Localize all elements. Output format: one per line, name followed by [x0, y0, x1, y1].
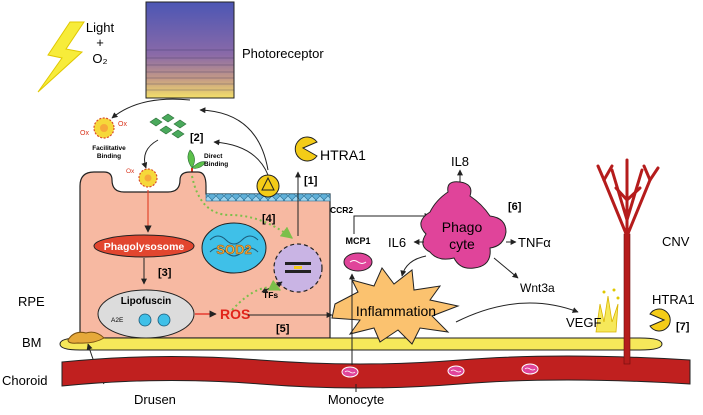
arrow-htra1-to-fragments [199, 107, 269, 171]
inflammation-label: Inflammation [356, 303, 436, 319]
light-plus-label: + [96, 35, 104, 50]
arrow-photoreceptor-to-oxidation [111, 98, 191, 119]
tnfa-label: TNFα [518, 235, 551, 250]
bound-oxidized-particle-icon [138, 168, 158, 188]
phagocyte-label-2: cyte [449, 236, 475, 252]
inflammation-burst [331, 267, 460, 345]
mcp1-monocyte-icon [343, 252, 373, 272]
drusen-label: Drusen [134, 392, 176, 407]
facilitative-binding-label-1: Facilitative [92, 145, 126, 152]
cnv-label: CNV [662, 234, 690, 249]
direct-binding-label-1: Direct [204, 153, 223, 160]
ox-label-left: Ox [80, 130, 89, 137]
a2e-label: A2E [111, 317, 124, 324]
step-6-label: [6] [508, 201, 522, 213]
nucleus [273, 243, 323, 293]
ox-label-bound: Ox [126, 168, 135, 175]
a2e-granule-icon [157, 313, 171, 327]
step-1-label: [1] [304, 175, 318, 187]
choroid-label: Choroid [2, 373, 48, 388]
lipofuscin: Lipofuscin A2E [97, 289, 195, 339]
monocyte-label: Monocyte [328, 392, 384, 407]
ros-label: ROS [220, 306, 250, 322]
cnv-vessel-icon [596, 158, 660, 365]
oxygen-label: O₂ [92, 51, 107, 66]
step-2-label: [2] [190, 132, 204, 144]
choroid-vessel [61, 355, 691, 389]
photoreceptor-label: Photoreceptor [242, 46, 324, 61]
il8-label: IL8 [451, 154, 469, 169]
ros-signal-path [231, 279, 282, 311]
il6-label: IL6 [388, 235, 406, 250]
choroid-monocyte-icons [341, 363, 539, 378]
vegf-label: VEGF [566, 315, 601, 330]
phagolysosome-label: Phagolysosome [104, 241, 185, 253]
bm-label: BM [22, 335, 42, 350]
membrane-receptor-icon [256, 174, 280, 198]
phagolysosome: Phagolysosome [93, 234, 195, 258]
step-7-label: [7] [676, 321, 690, 333]
phagocyte-cell [420, 181, 507, 269]
bruchs-membrane [59, 337, 663, 351]
direct-binding-signal-path [191, 175, 293, 239]
wnt3a-label: Wnt3a [520, 281, 555, 295]
lightning-icon [37, 21, 85, 93]
htra1-top-label: HTRA1 [320, 147, 366, 163]
htra1-right-label: HTRA1 [652, 292, 695, 307]
arrow-fragment-binding [141, 139, 159, 169]
mitochondrion: SOD2 [201, 222, 267, 274]
drusen-deposit [67, 331, 105, 344]
ccr2-label: CCR2 [330, 205, 353, 215]
a2e-granule-icon [138, 313, 152, 327]
oxidized-particle-icon [93, 117, 115, 139]
phagocyte-label-1: Phago [442, 219, 483, 235]
vegf-release-icon [595, 288, 620, 333]
arrow-ccr2-to-phagocyte [353, 213, 431, 234]
step-3-label: [3] [158, 267, 172, 279]
light-label: Light [86, 20, 115, 35]
step-5-label: [5] [276, 323, 290, 335]
arrow-inflammation-to-vegf [455, 302, 579, 323]
complement-fragment-icon [149, 113, 187, 139]
photoreceptor-outer-segment [145, 1, 235, 99]
ox-label-right: Ox [118, 121, 127, 128]
facilitative-binding-label-2: Binding [97, 153, 121, 160]
direct-binding-label-2: Binding [204, 161, 228, 168]
htra1-pacman-icon [294, 136, 318, 162]
receptor-leaf-icon [187, 149, 207, 178]
sod2-label: SOD2 [216, 242, 251, 257]
step-4-label: [4] [262, 213, 276, 225]
arrow-htra1-to-direct-binding [213, 139, 269, 176]
htra1-pacman-right-icon [649, 308, 671, 332]
arrow-phagocyte-to-inflammation [400, 255, 427, 277]
tfs-label: TFs [263, 290, 278, 300]
mcp1-label: MCP1 [345, 236, 370, 246]
rpe-label: RPE [18, 294, 45, 309]
arrow-to-wnt3a [493, 257, 519, 279]
lipofuscin-label: Lipofuscin [121, 296, 172, 307]
